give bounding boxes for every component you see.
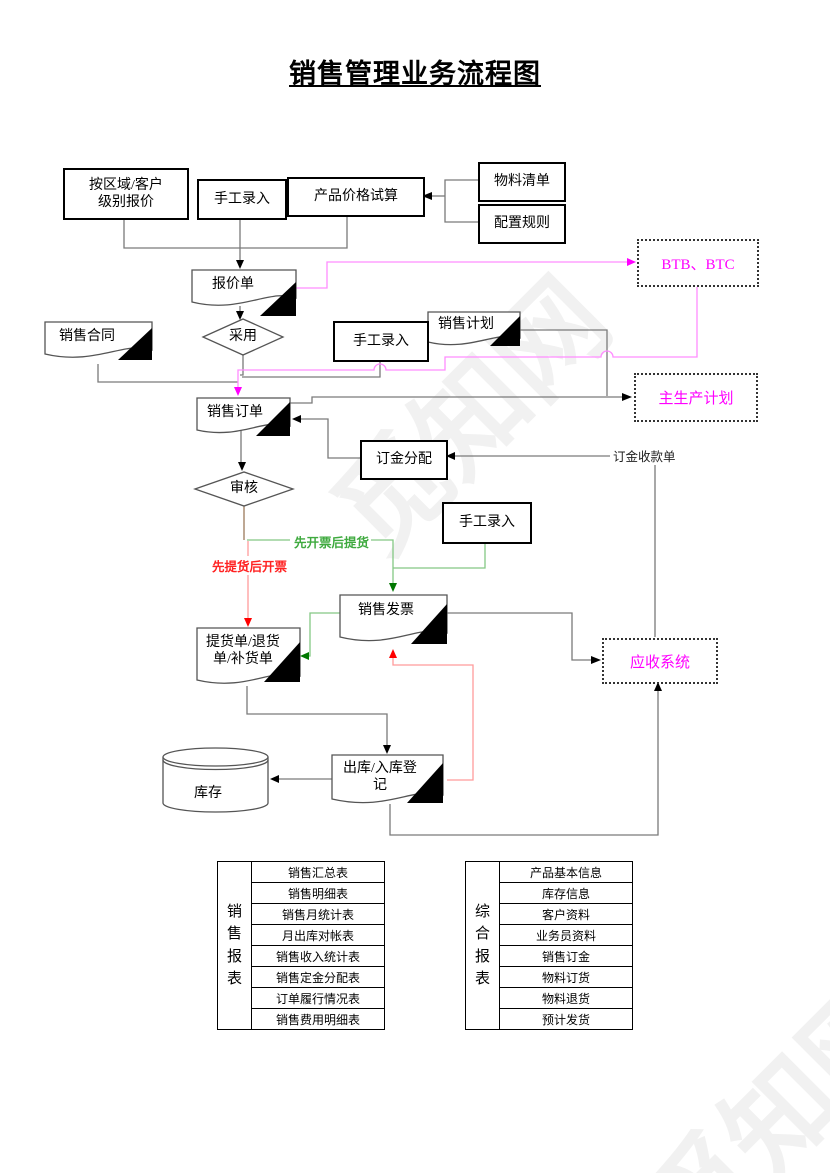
table-row: 销售费用明细表 bbox=[275, 1012, 360, 1027]
red-connectors bbox=[247, 541, 474, 781]
comprehensive-reports-header: 综合报表 bbox=[466, 862, 500, 1029]
table-row: 销售订金 bbox=[500, 946, 632, 967]
table-row: 预计发货 bbox=[541, 1012, 590, 1027]
node-config-rules: 配置规则 bbox=[478, 204, 566, 244]
node-btb-btc: BTB、BTC bbox=[637, 239, 759, 287]
node-master-plan: 主生产计划 bbox=[634, 373, 758, 422]
sales-reports-header: 销售报表 bbox=[218, 862, 252, 1029]
table-row: 销售月统计表 bbox=[252, 904, 384, 925]
table-row: 销售汇总表 bbox=[252, 862, 384, 883]
table-row: 月出库对帐表 bbox=[252, 925, 384, 946]
magenta-connectors bbox=[237, 261, 698, 387]
node-sales-plan: 销售计划 bbox=[438, 316, 494, 332]
node-manual-entry-3: 手工录入 bbox=[442, 502, 532, 544]
node-manual-entry-1: 手工录入 bbox=[197, 179, 287, 220]
node-pick-return-supply: 提货单/退货 单/补货单 bbox=[206, 635, 280, 667]
table-row: 客户资料 bbox=[500, 904, 632, 925]
node-quotation: 报价单 bbox=[212, 276, 254, 292]
node-bom: 物料清单 bbox=[478, 162, 566, 202]
edge-label-invoice-first: 先开票后提货 bbox=[292, 532, 372, 551]
node-sales-contract: 销售合同 bbox=[59, 328, 115, 344]
doc-fold-triangles bbox=[118, 282, 520, 803]
adopt-diamond-shape bbox=[201, 318, 285, 356]
black-arrowheads bbox=[236, 192, 662, 783]
table-row: 物料退货 bbox=[500, 988, 632, 1009]
edge-label-pickup-first: 先提货后开票 bbox=[210, 556, 290, 575]
green-connectors bbox=[247, 539, 486, 657]
table-row: 产品基本信息 bbox=[500, 862, 632, 883]
node-price-calc: 产品价格试算 bbox=[287, 177, 425, 217]
node-audit: 审核 bbox=[230, 480, 258, 496]
red-arrowheads bbox=[244, 618, 397, 658]
node-adopt: 采用 bbox=[229, 328, 257, 344]
document-shapes bbox=[44, 269, 521, 804]
gray-connectors bbox=[97, 179, 659, 836]
magenta-arrowheads bbox=[234, 258, 636, 396]
green-arrowheads bbox=[300, 583, 397, 660]
table-row: 业务员资料 bbox=[500, 925, 632, 946]
node-in-out-register: 出库/入库登 记 bbox=[343, 761, 417, 793]
audit-diamond-shape bbox=[193, 471, 295, 507]
table-row: 销售收入统计表 bbox=[252, 946, 384, 967]
node-inventory: 库存 bbox=[194, 785, 222, 801]
node-deposit-alloc: 订金分配 bbox=[360, 440, 448, 480]
node-sales-invoice: 销售发票 bbox=[358, 602, 414, 618]
table-row: 销售明细表 bbox=[252, 883, 384, 904]
table-row: 物料订货 bbox=[500, 967, 632, 988]
table-row: 库存信息 bbox=[500, 883, 632, 904]
node-receivable-system: 应收系统 bbox=[602, 638, 718, 684]
inventory-cylinder-shape bbox=[162, 747, 269, 813]
node-sales-order: 销售订单 bbox=[207, 404, 263, 420]
page-title: 销售管理业务流程图 bbox=[289, 59, 541, 89]
node-region-quote: 按区域/客户 级别报价 bbox=[63, 168, 189, 220]
comprehensive-reports-table: 综合报表 产品基本信息 库存信息 客户资料 业务员资料 销售订金 物料订货 物料… bbox=[465, 861, 633, 1030]
table-row: 订单履行情况表 bbox=[252, 988, 384, 1009]
edge-label-deposit-receipt: 订金收款单 bbox=[613, 446, 676, 465]
sales-reports-table: 销售报表 销售汇总表 销售明细表 销售月统计表 月出库对帐表 销售收入统计表 销… bbox=[217, 861, 385, 1030]
node-manual-entry-2: 手工录入 bbox=[333, 321, 429, 362]
table-row: 销售定金分配表 bbox=[252, 967, 384, 988]
